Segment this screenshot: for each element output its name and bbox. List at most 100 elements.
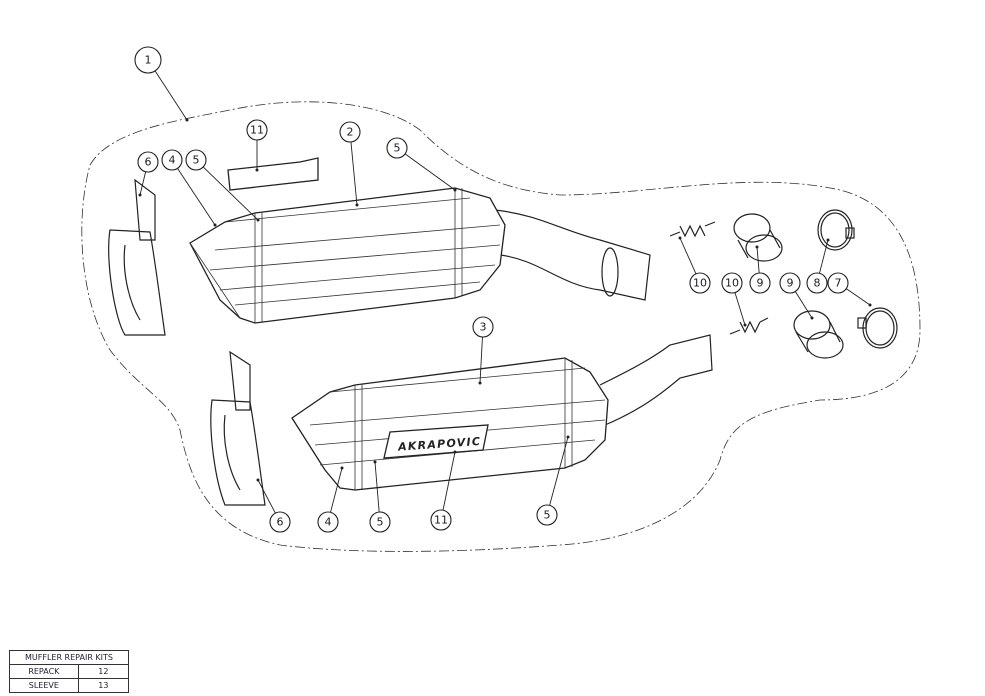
callout-11: 11 xyxy=(430,450,457,531)
leader-dot xyxy=(678,236,682,240)
callout-number: 3 xyxy=(480,321,487,334)
callout-circle xyxy=(339,121,361,143)
callout-circle xyxy=(369,511,391,533)
callout-number: 5 xyxy=(193,154,200,167)
leader-dot xyxy=(138,193,142,197)
callout-circle xyxy=(430,509,452,531)
leader-dot xyxy=(373,460,377,464)
leader-line xyxy=(756,246,760,274)
callout-6: 6 xyxy=(256,478,291,533)
callout-circle xyxy=(536,504,558,526)
callout-number: 2 xyxy=(347,126,354,139)
leader-dot xyxy=(743,323,747,327)
leader-dot xyxy=(868,303,872,307)
bracket-upper xyxy=(108,178,166,336)
callout-2: 2 xyxy=(339,121,361,207)
callout-circle xyxy=(185,149,207,171)
callout-8: 8 xyxy=(806,238,830,294)
sleeve-upper xyxy=(733,213,783,262)
callout-circle xyxy=(749,272,771,294)
kit-code: 13 xyxy=(77,678,130,693)
label-plate xyxy=(227,157,319,191)
bracket-lower xyxy=(210,350,266,506)
spring-lower xyxy=(729,317,769,335)
leader-line xyxy=(845,288,871,306)
callout-circle xyxy=(161,149,183,171)
callout-circle xyxy=(472,316,494,338)
sleeve-lower xyxy=(793,310,844,359)
callout-number: 11 xyxy=(434,514,448,527)
leader-dot xyxy=(256,478,260,482)
kit-name: SLEEVE xyxy=(9,678,79,693)
callout-number: 6 xyxy=(277,516,284,529)
callout-number: 1 xyxy=(145,54,152,67)
callout-7: 7 xyxy=(827,272,872,307)
callout-10: 10 xyxy=(721,272,747,327)
leader-line xyxy=(177,168,216,226)
callout-5: 5 xyxy=(369,460,391,533)
callout-11: 11 xyxy=(246,119,268,172)
callout-circle xyxy=(386,137,408,159)
leader-dot xyxy=(566,435,570,439)
leader-line xyxy=(257,479,276,514)
leader-line xyxy=(330,467,343,513)
leader-line xyxy=(202,166,259,221)
callout-5: 5 xyxy=(386,137,457,192)
upper-muffler xyxy=(189,187,651,324)
callout-number: 5 xyxy=(377,516,384,529)
callout-circle xyxy=(246,119,268,141)
leader-line xyxy=(794,291,813,319)
callout-circle xyxy=(317,511,339,533)
callout-number: 4 xyxy=(325,516,332,529)
kit-name: REPACK xyxy=(9,664,79,679)
leader-line xyxy=(819,239,829,274)
callout-number: 5 xyxy=(544,509,551,522)
leader-line xyxy=(139,171,147,196)
callout-5: 5 xyxy=(185,149,260,222)
leader-dot xyxy=(826,238,830,242)
leader-line xyxy=(154,70,188,121)
callout-number: 10 xyxy=(725,277,739,290)
callout-number: 6 xyxy=(145,156,152,169)
leader-line xyxy=(479,336,483,384)
akrapovic-logo: AKRAPOVIC xyxy=(397,435,481,454)
clamp-lower xyxy=(857,307,898,349)
leader-dot xyxy=(185,118,189,122)
leader-dot xyxy=(453,188,457,192)
clamp-upper xyxy=(817,209,855,251)
callout-10: 10 xyxy=(678,236,711,294)
leader-dot xyxy=(213,223,217,227)
leader-dot xyxy=(355,203,359,207)
leader-dot xyxy=(256,218,260,222)
leader-dot xyxy=(755,245,759,249)
callout-circle xyxy=(269,511,291,533)
callout-number: 5 xyxy=(394,142,401,155)
callout-circle xyxy=(806,272,828,294)
callout-number: 7 xyxy=(835,277,842,290)
callout-9: 9 xyxy=(779,272,814,320)
leader-line xyxy=(374,461,380,513)
leader-dot xyxy=(340,466,344,470)
callout-4: 4 xyxy=(161,149,217,227)
leader-line xyxy=(734,292,746,326)
callout-1: 1 xyxy=(134,46,189,122)
callout-circle xyxy=(827,272,849,294)
leader-dot xyxy=(453,450,457,454)
kit-code: 12 xyxy=(77,664,130,679)
leader-line xyxy=(404,153,456,191)
callout-3: 3 xyxy=(472,316,494,385)
spring-upper xyxy=(669,221,716,238)
callout-5: 5 xyxy=(536,435,570,526)
leader-line xyxy=(350,141,358,206)
callout-number: 10 xyxy=(693,277,707,290)
callout-number: 4 xyxy=(169,154,176,167)
leader-line xyxy=(679,237,697,275)
callout-circle xyxy=(779,272,801,294)
callout-9: 9 xyxy=(749,245,771,294)
lower-muffler: AKRAPOVIC xyxy=(291,334,713,491)
